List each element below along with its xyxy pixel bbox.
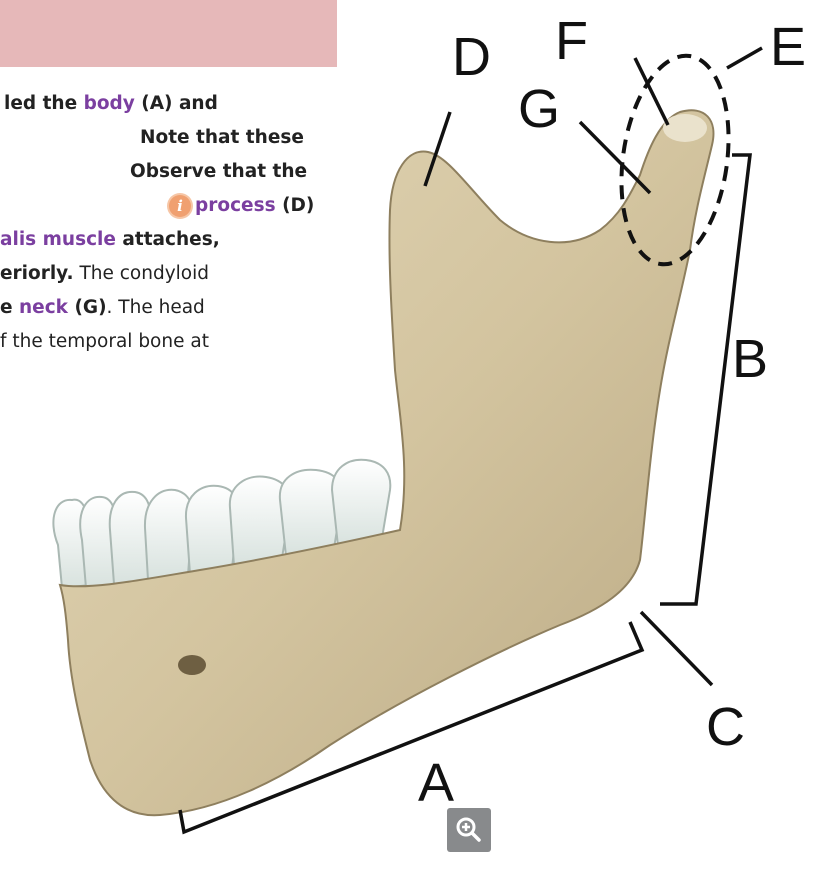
mental-foramen [178, 655, 206, 675]
label-f: F [555, 14, 588, 68]
zoom-in-icon [447, 808, 491, 852]
label-d: D [452, 30, 491, 84]
label-g: G [518, 82, 560, 136]
mandible-bone [60, 110, 713, 815]
label-c: C [706, 700, 745, 754]
label-a: A [418, 756, 454, 810]
label-e: E [770, 20, 806, 74]
label-b: B [732, 332, 768, 386]
condyle-head [663, 114, 707, 142]
zoom-button[interactable] [447, 808, 491, 852]
